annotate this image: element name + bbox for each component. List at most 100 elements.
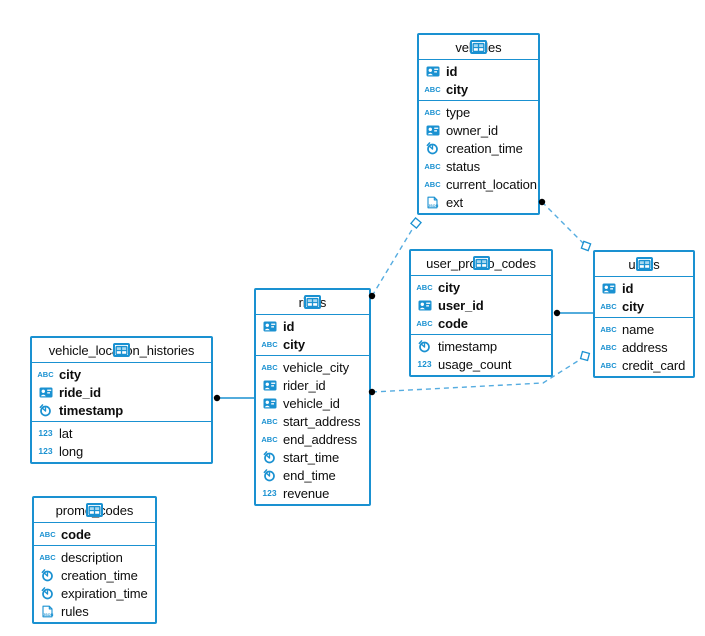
relationship-diamond-marker bbox=[579, 350, 591, 362]
timestamp-icon bbox=[416, 339, 433, 353]
field-label: city bbox=[438, 279, 461, 295]
table-vehicles[interactable]: vehiclesidABCcityABCtypeowner_idcreation… bbox=[417, 33, 540, 215]
table-header-vehicles[interactable]: vehicles bbox=[419, 35, 538, 60]
table-header-user_promo_codes[interactable]: user_promo_codes bbox=[411, 251, 551, 276]
uuid-icon bbox=[424, 64, 441, 78]
field-label: address bbox=[622, 339, 668, 355]
string-type-icon: ABC bbox=[424, 179, 441, 189]
row-rides-vehicle_id[interactable]: vehicle_id bbox=[256, 394, 369, 412]
field-label: city bbox=[59, 366, 82, 382]
uuid-icon bbox=[416, 298, 433, 312]
table-promo_codes[interactable]: promo_codesABCcodeABCdescriptioncreation… bbox=[32, 496, 157, 624]
table-icon bbox=[113, 343, 130, 357]
relationship-vehicles-users[interactable] bbox=[538, 198, 592, 252]
number-type-icon: 123 bbox=[417, 359, 432, 369]
row-vehicle_location_histories-ride_id[interactable]: ride_id bbox=[32, 383, 211, 401]
string-type-icon: ABC bbox=[424, 161, 441, 171]
string-type-icon: ABC bbox=[39, 552, 56, 562]
table-user_promo_codes[interactable]: user_promo_codesABCcityuser_idABCcodetim… bbox=[409, 249, 553, 377]
row-promo_codes-creation_time[interactable]: creation_time bbox=[34, 566, 155, 584]
field-label: vehicle_id bbox=[283, 395, 340, 411]
row-users-id[interactable]: id bbox=[595, 279, 693, 297]
timestamp-icon bbox=[261, 468, 278, 482]
table-header-rides[interactable]: rides bbox=[256, 290, 369, 315]
row-vehicles-creation_time[interactable]: creation_time bbox=[419, 139, 538, 157]
string-type-icon: ABC bbox=[39, 529, 56, 539]
row-user_promo_codes-user_id[interactable]: user_id bbox=[411, 296, 551, 314]
row-vehicles-owner_id[interactable]: owner_id bbox=[419, 121, 538, 139]
table-rides[interactable]: ridesidABCcityABCvehicle_cityrider_idveh… bbox=[254, 288, 371, 506]
field-label: current_location bbox=[446, 176, 537, 192]
relationship-vehicle_location_histories-rides[interactable] bbox=[213, 394, 254, 402]
row-users-address[interactable]: ABC address bbox=[595, 338, 693, 356]
table-header-vehicle_location_histories[interactable]: vehicle_location_histories bbox=[32, 338, 211, 363]
uuid-icon bbox=[600, 281, 617, 295]
string-type-icon: ABC bbox=[600, 342, 617, 352]
row-promo_codes-expiration_time[interactable]: expiration_time bbox=[34, 584, 155, 602]
relationship-user_promo_codes-users[interactable] bbox=[553, 309, 593, 317]
row-vehicle_location_histories-timestamp[interactable]: timestamp bbox=[32, 401, 211, 419]
uuid-icon bbox=[261, 378, 278, 392]
string-type-icon: ABC bbox=[600, 301, 617, 311]
uuid-icon bbox=[424, 123, 441, 137]
string-type-icon: ABC bbox=[424, 107, 441, 117]
field-label: lat bbox=[59, 425, 73, 441]
field-label: description bbox=[61, 549, 123, 565]
table-header-users[interactable]: users bbox=[595, 252, 693, 277]
relationship-rides-vehicles[interactable] bbox=[368, 217, 422, 300]
table-header-promo_codes[interactable]: promo_codes bbox=[34, 498, 155, 523]
table-users[interactable]: usersidABCcityABCnameABCaddressABCcredit… bbox=[593, 250, 695, 378]
table-icon bbox=[86, 503, 103, 517]
string-type-icon: ABC bbox=[261, 434, 278, 444]
row-vehicle_location_histories-lat[interactable]: 123 lat bbox=[32, 424, 211, 442]
field-label: start_address bbox=[283, 413, 361, 429]
table-vehicle_location_histories[interactable]: vehicle_location_historiesABCcityride_id… bbox=[30, 336, 213, 464]
row-promo_codes-description[interactable]: ABC description bbox=[34, 548, 155, 566]
uuid-icon bbox=[37, 385, 54, 399]
row-rides-rider_id[interactable]: rider_id bbox=[256, 376, 369, 394]
row-vehicles-current_location[interactable]: ABC current_location bbox=[419, 175, 538, 193]
row-vehicles-type[interactable]: ABC type bbox=[419, 103, 538, 121]
string-type-icon: ABC bbox=[416, 318, 433, 328]
row-user_promo_codes-timestamp[interactable]: timestamp bbox=[411, 337, 551, 355]
number-type-icon: 123 bbox=[38, 428, 53, 438]
row-rides-id[interactable]: id bbox=[256, 317, 369, 335]
string-type-icon: ABC bbox=[424, 84, 441, 94]
field-label: end_time bbox=[283, 467, 336, 483]
row-vehicles-id[interactable]: id bbox=[419, 62, 538, 80]
field-label: timestamp bbox=[438, 338, 498, 354]
row-rides-end_time[interactable]: end_time bbox=[256, 466, 369, 484]
field-label: type bbox=[446, 104, 471, 120]
field-label: timestamp bbox=[59, 402, 124, 418]
row-rides-start_time[interactable]: start_time bbox=[256, 448, 369, 466]
table-icon bbox=[304, 295, 321, 309]
number-type-icon: 123 bbox=[262, 488, 277, 498]
json-icon: JSON bbox=[424, 195, 441, 209]
svg-text:JSON: JSON bbox=[428, 203, 439, 207]
